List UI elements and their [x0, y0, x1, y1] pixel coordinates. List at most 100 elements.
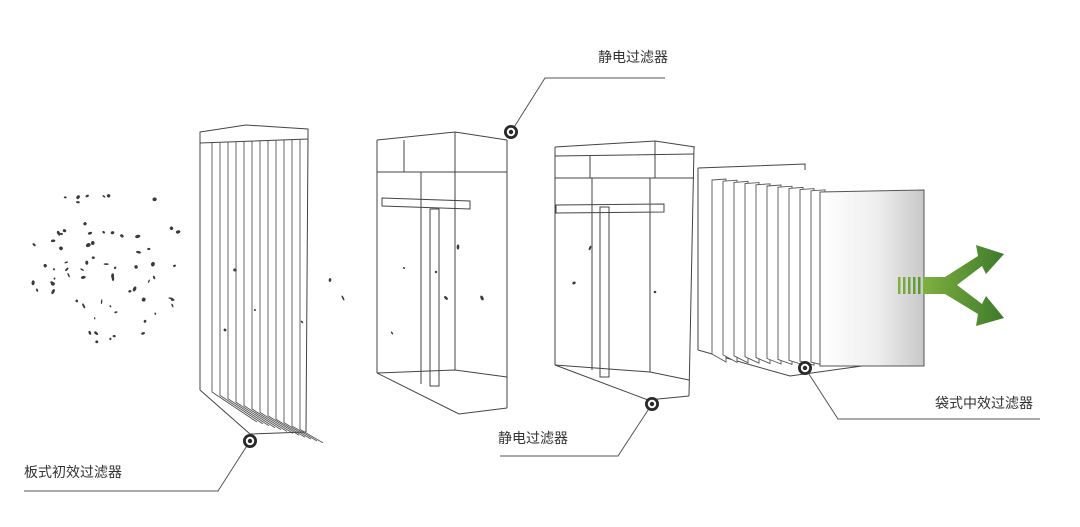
dust-particle	[112, 334, 116, 338]
dust-particle	[103, 263, 109, 266]
dust-particle	[402, 267, 406, 269]
bag-pleat	[722, 179, 738, 364]
dust-particle	[90, 241, 95, 245]
plate-pleat-line	[211, 143, 258, 423]
dust-particle	[300, 320, 304, 324]
dust-particles	[31, 194, 752, 344]
dust-particle	[88, 330, 92, 335]
dust-particle	[35, 288, 39, 292]
plate-pleat-line	[299, 139, 324, 444]
dust-particle	[110, 231, 115, 235]
dust-particle	[114, 311, 118, 314]
dust-particle	[147, 279, 150, 283]
target-dot-icon	[504, 125, 518, 139]
plate-pleat-line	[259, 141, 294, 434]
plate-pleat-line	[291, 140, 318, 442]
dust-particle	[136, 250, 141, 254]
callout-leader-lines	[24, 77, 1040, 492]
dust-particle	[150, 261, 155, 267]
dust-particle	[120, 234, 124, 238]
dust-particle	[65, 267, 69, 272]
dust-particle	[80, 275, 86, 279]
bag-filter-label: 袋式中效过滤器	[935, 396, 1033, 412]
dust-particle	[173, 264, 176, 267]
bag-pleat	[733, 180, 749, 364]
dust-particle	[50, 239, 56, 243]
dust-particle	[87, 231, 93, 235]
plate-pleat-line	[283, 140, 312, 440]
plate-filter-label: 板式初效过滤器	[24, 465, 122, 481]
dust-particle	[141, 297, 146, 302]
dust-particle	[113, 266, 117, 270]
dust-particle	[169, 226, 174, 231]
dust-particle	[106, 194, 111, 198]
dust-particle	[390, 331, 394, 335]
dust-particle	[93, 317, 96, 320]
dust-particle	[175, 230, 181, 234]
dust-particle	[82, 303, 86, 309]
dust-particle	[63, 196, 67, 199]
dust-particle	[111, 273, 115, 279]
dust-particle	[480, 295, 484, 301]
dust-particle	[132, 286, 137, 292]
dust-particle	[141, 332, 145, 335]
dust-particle	[109, 337, 112, 341]
dust-particle	[170, 298, 175, 301]
dust-particle	[444, 296, 448, 300]
dust-particle	[134, 265, 138, 269]
dust-particle	[572, 281, 576, 285]
plate-pleat-line	[251, 141, 288, 432]
electrostatic-filter-1	[376, 131, 508, 415]
dust-particle	[109, 305, 112, 308]
dust-particle	[56, 230, 60, 235]
dust-particle	[152, 275, 156, 280]
dust-particle	[85, 243, 91, 248]
dust-particle	[328, 278, 332, 282]
dust-particle	[52, 268, 56, 271]
dust-particle	[171, 303, 174, 308]
dust-particle	[67, 273, 70, 278]
dust-particle	[43, 263, 47, 268]
dust-particle	[135, 234, 141, 239]
dust-particle	[76, 201, 80, 204]
dust-particle	[154, 312, 157, 315]
dust-particle	[223, 328, 227, 332]
plate-pleat-line	[235, 142, 276, 429]
target-dot-icon	[243, 434, 257, 448]
dust-particle	[53, 277, 56, 280]
dust-particle	[95, 340, 99, 344]
dust-particle	[168, 297, 174, 300]
plate-pleats	[211, 139, 324, 444]
dust-particle	[588, 245, 592, 251]
electrostatic-filter-label-top: 静电过滤器	[598, 50, 668, 66]
dust-particle	[75, 299, 79, 303]
dust-particle	[80, 268, 84, 271]
plate-pleat-line	[219, 142, 264, 425]
dust-particle	[51, 289, 55, 295]
dust-particle	[59, 246, 63, 251]
dust-particle	[91, 256, 95, 259]
target-dot-icon	[645, 397, 659, 411]
dust-particle	[434, 270, 438, 274]
dust-particle	[147, 247, 151, 251]
plate-pleat-line	[267, 140, 300, 436]
dust-particle	[85, 260, 89, 265]
dust-particle	[32, 243, 36, 247]
dust-particle	[128, 290, 132, 293]
dust-particle	[143, 319, 147, 323]
target-dot-icon	[798, 361, 812, 375]
airflow-split-arrow-icon	[898, 245, 1004, 326]
bag-pleat	[799, 188, 815, 366]
electrostatic-filter-2	[554, 140, 696, 401]
dust-particle	[456, 244, 460, 250]
bag-pleat	[744, 182, 760, 364]
dust-particle	[152, 197, 157, 202]
plate-pleat-line	[243, 141, 282, 430]
plate-pleat-line	[275, 140, 306, 438]
dust-particle	[94, 331, 99, 335]
bag-medium-filter	[697, 163, 925, 377]
bag-pleats	[711, 178, 826, 367]
dust-particle	[83, 222, 87, 226]
